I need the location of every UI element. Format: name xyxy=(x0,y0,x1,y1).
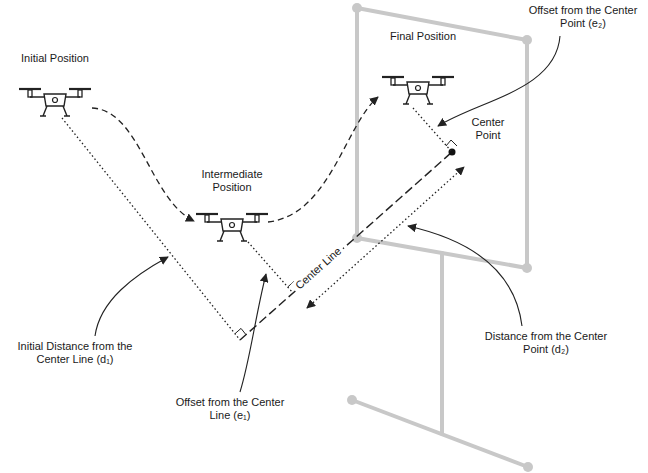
measure-lines xyxy=(62,108,464,340)
callout-label: Final Position xyxy=(388,30,458,43)
center-point xyxy=(449,149,456,156)
drone-intermediate xyxy=(196,214,268,241)
line-label: Center Line xyxy=(290,242,346,293)
drone-final xyxy=(382,77,454,104)
center-line xyxy=(240,152,452,340)
callout-label: Distance from the Center Point (d₂) xyxy=(476,330,616,356)
gate-frame xyxy=(352,8,528,467)
callout-label: Offset from the Center Line (e₁) xyxy=(168,396,292,422)
callout-label: Initial Position xyxy=(15,52,95,65)
trajectory xyxy=(92,97,378,222)
right-angle-marks xyxy=(235,140,457,335)
drone-initial xyxy=(19,89,91,116)
callout-label: Center Point xyxy=(460,116,516,142)
callout-label: Initial Distance from the Center Line (d… xyxy=(8,340,142,366)
callout-label: Offset from the Center Point (e₂) xyxy=(522,4,644,30)
gate-joints xyxy=(347,3,533,472)
callout-label: Intermediate Position xyxy=(185,168,279,194)
